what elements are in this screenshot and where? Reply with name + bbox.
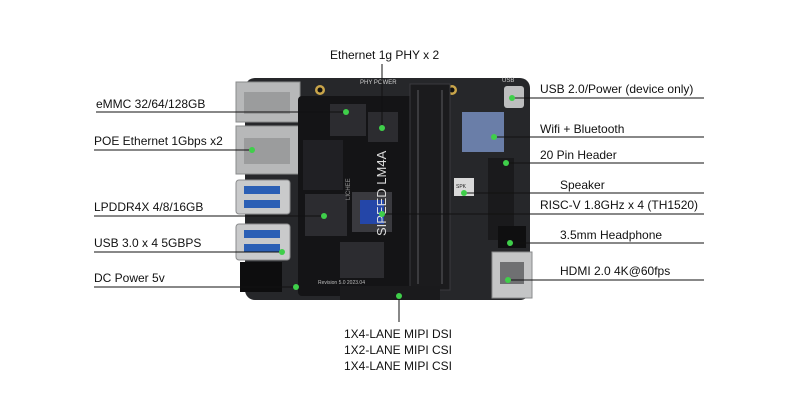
label-usb2-power: USB 2.0/Power (device only) [540, 82, 694, 96]
silk-chip-brand: LICHEE [346, 178, 352, 200]
label-emmc: eMMC 32/64/128GB [96, 97, 206, 111]
leader-lpddr4x-dot [321, 213, 327, 219]
hdmi-port [491, 251, 533, 299]
label-mipi-csi-4: 1X4-LANE MIPI CSI [343, 359, 453, 373]
label-dc-power: DC Power 5v [94, 271, 165, 285]
label-mipi-csi-2: 1X2-LANE MIPI CSI [343, 343, 453, 357]
leader-speaker-dot [461, 190, 467, 196]
label-usb3: USB 3.0 x 4 5GBPS [94, 236, 202, 250]
wifi-module [462, 112, 504, 152]
phy-chip-1 [330, 104, 366, 136]
silk-bottom: Revision 5.0 2023.04 [318, 280, 365, 286]
label-riscv: RISC-V 1.8GHz x 4 (TH1520) [540, 198, 699, 212]
label-speaker: Speaker [560, 178, 605, 192]
leader-poe-dot [249, 147, 255, 153]
sodimm-slot [409, 83, 451, 291]
leader-usb3-dot [279, 249, 285, 255]
leader-usb2-dot [509, 95, 515, 101]
leader-emmc-dot [343, 109, 349, 115]
label-hdmi: HDMI 2.0 4K@60fps [560, 264, 671, 278]
speaker-connector [454, 178, 474, 196]
silk-top: PHY POWER [360, 80, 397, 86]
leader-headphone-dot [507, 240, 513, 246]
label-wifi-bt: Wifi + Bluetooth [540, 122, 625, 136]
leader-ethernet-phy-dot [379, 125, 385, 131]
usb3-port-2 [235, 223, 291, 261]
leader-mipi-dot [396, 293, 402, 299]
leader-dc-dot [293, 284, 299, 290]
ram-chip-2 [340, 242, 384, 278]
label-pin-header: 20 Pin Header [540, 148, 617, 162]
label-mipi-dsi: 1X4-LANE MIPI DSI [343, 327, 453, 341]
mipi-connector [340, 286, 440, 300]
label-ethernet-phy: Ethernet 1g PHY x 2 [330, 48, 440, 62]
silk-spk: SPK [456, 184, 467, 190]
leader-hdmi-dot [505, 277, 511, 283]
leader-header-dot [503, 160, 509, 166]
leader-wifi-dot [491, 134, 497, 140]
usb3-port-1 [235, 179, 291, 215]
ethernet-jack-1 [235, 81, 301, 123]
label-poe-ethernet: POE Ethernet 1Gbps x2 [94, 134, 223, 148]
silk-usb: USB [502, 78, 514, 84]
label-lpddr4x: LPDDR4X 4/8/16GB [94, 200, 204, 214]
leader-riscv-dot [379, 211, 385, 217]
label-headphone: 3.5mm Headphone [560, 228, 663, 242]
silk-module-name: SIPEED LM4A [374, 150, 389, 236]
emmc-chip [303, 140, 343, 190]
